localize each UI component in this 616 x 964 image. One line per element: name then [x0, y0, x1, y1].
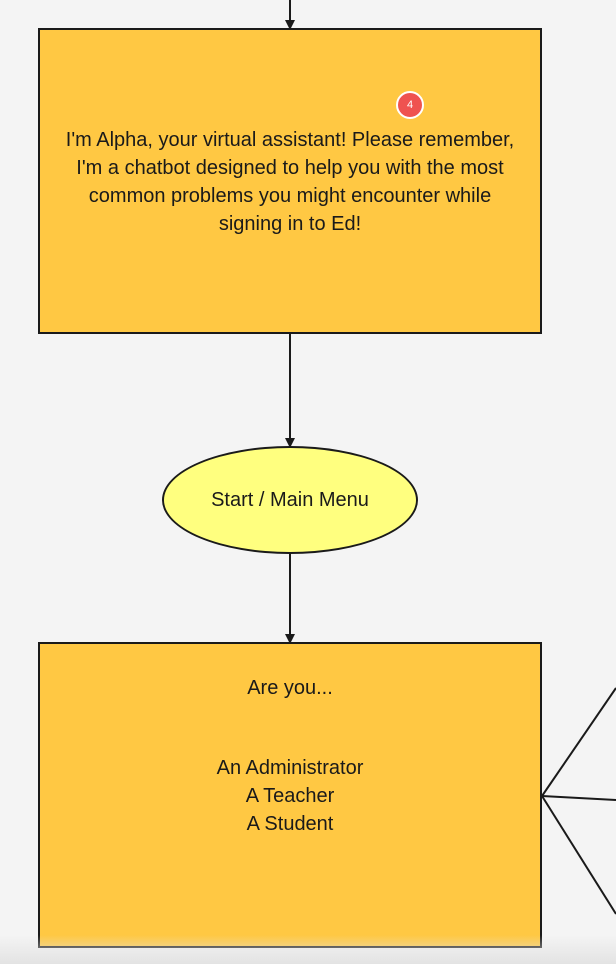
branch-line-teacher	[541, 795, 616, 801]
bottom-scroll-shadow	[0, 935, 616, 964]
start-main-menu-label: Start / Main Menu	[211, 488, 369, 511]
user-role-question-node[interactable]: Are you... An Administrator A Teacher A …	[38, 642, 542, 948]
option-administrator: An Administrator	[216, 757, 364, 779]
option-teacher: A Teacher	[245, 785, 335, 807]
comment-count-badge[interactable]: 4	[396, 91, 424, 119]
user-role-options: An Administrator A Teacher A Student	[40, 754, 540, 838]
branch-line-student	[541, 795, 616, 915]
start-main-menu-node[interactable]: Start / Main Menu	[162, 446, 418, 554]
option-student: A Student	[246, 813, 334, 835]
branch-line-administrator	[541, 687, 616, 797]
intro-message-text: I'm Alpha, your virtual assistant! Pleas…	[65, 129, 515, 235]
intro-message-node[interactable]: 4 I'm Alpha, your virtual assistant! Ple…	[38, 28, 542, 334]
user-role-question-text: Are you...	[247, 677, 333, 699]
